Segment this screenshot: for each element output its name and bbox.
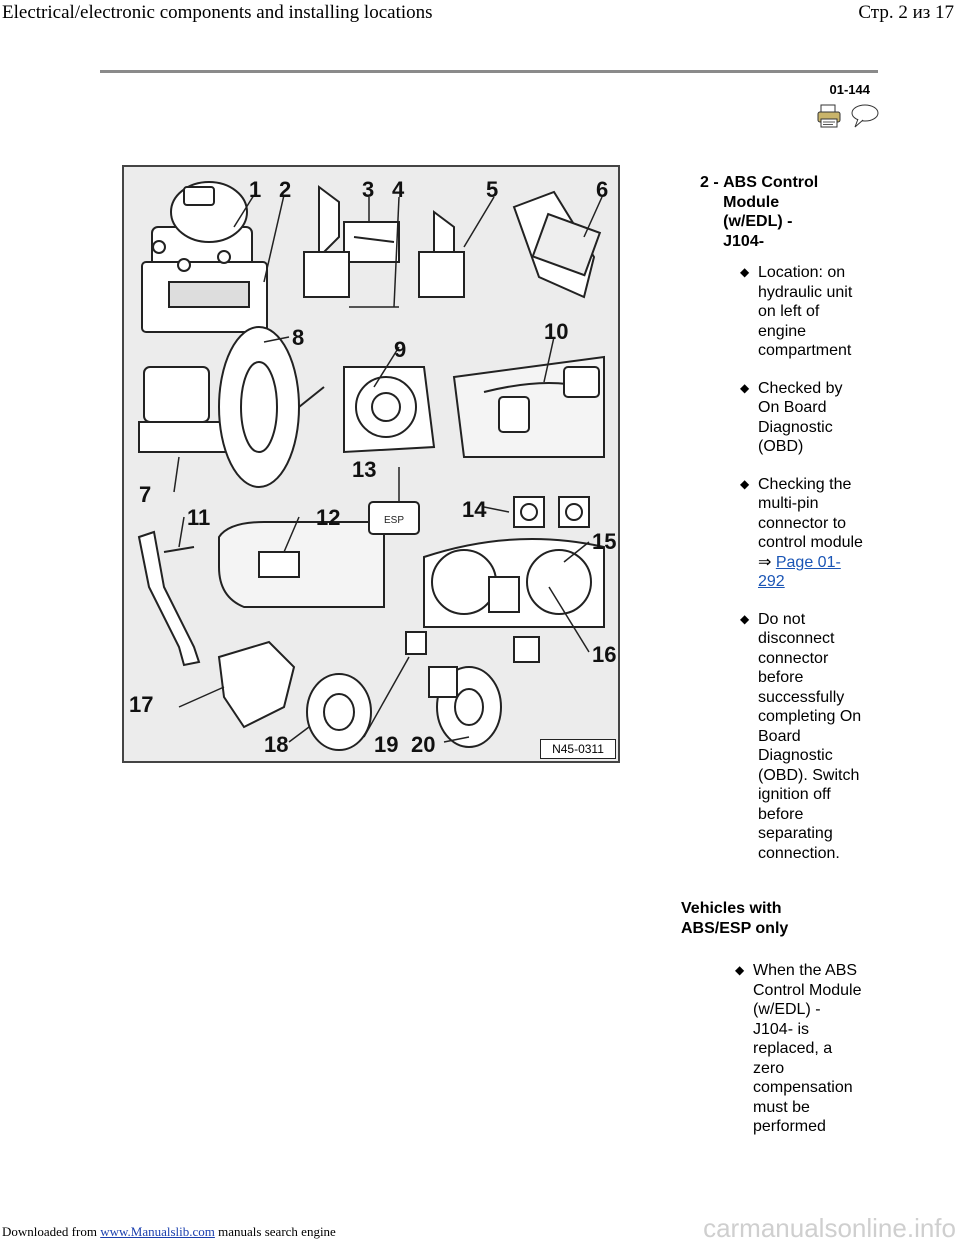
callout-label-14: 14 — [462, 497, 487, 522]
list-item: ◆ Location: on hydraulic unit on left of… — [740, 263, 870, 361]
footer-prefix: Downloaded from — [2, 1224, 101, 1239]
component-diagram: ESP — [122, 165, 620, 763]
engine-compartment-view — [452, 355, 605, 458]
list-item-text: Do not disconnect connector before succe… — [758, 610, 862, 862]
list-item-text: Checked by On Board Diagnostic (OBD) — [758, 379, 843, 456]
item-number: 2 - — [700, 174, 724, 191]
wheel-hub-20 — [405, 631, 502, 748]
sensor-5 — [418, 210, 465, 298]
callout-label-15: 15 — [592, 529, 616, 554]
callout-label-1: 1 — [249, 177, 261, 202]
callout-label-3: 3 — [362, 177, 374, 202]
figure-code: N45-0311 — [540, 739, 616, 759]
sensor-6 — [512, 190, 602, 299]
page-number: 01-144 — [829, 82, 870, 97]
callout-label-19: 19 — [374, 732, 398, 757]
callout-label-11: 11 — [187, 505, 210, 530]
esp-button: ESP — [368, 501, 420, 535]
list-item: ◆ Do not disconnect connector before suc… — [740, 610, 870, 864]
footer-suffix: manuals search engine — [214, 1224, 336, 1239]
list-item-text: Checking the multi-pin connector to cont… — [758, 475, 863, 571]
callout-label-16: 16 — [592, 642, 616, 667]
warning-lamps — [513, 496, 590, 528]
callout-label-12: 12 — [316, 505, 340, 530]
section-heading: Vehicles with ABS/ESP only — [681, 900, 789, 937]
speech-bubble-icon[interactable] — [850, 103, 880, 131]
steering-knuckle — [217, 640, 296, 729]
warning-triangle-lamp — [513, 636, 540, 663]
item-heading: 2 - ABS Control Module (w/EDL) - J104- — [700, 173, 870, 251]
toolbar-icons — [816, 103, 880, 131]
header-page-info: Стр. 2 из 17 — [858, 2, 954, 23]
callout-label-4: 4 — [392, 177, 405, 202]
diamond-icon: ◆ — [740, 476, 750, 491]
list-item-text: Location: on hydraulic unit on left of e… — [758, 264, 853, 359]
diamond-icon: ◆ — [740, 611, 750, 626]
bullet-list: ◆ Location: on hydraulic unit on left of… — [700, 263, 870, 863]
diamond-icon: ◆ — [740, 265, 750, 279]
header-title: Electrical/electronic components and ins… — [2, 2, 433, 23]
wheel-hub-18 — [306, 673, 372, 751]
list-item: ◆ When the ABS Control Module (w/EDL) - … — [735, 961, 865, 1137]
callout-label-7: 7 — [139, 482, 151, 507]
callout-label-9: 9 — [394, 337, 406, 362]
callout-label-20: 20 — [411, 732, 435, 757]
callout-label-18: 18 — [264, 732, 288, 757]
svg-text:ESP: ESP — [384, 515, 404, 526]
item-title: ABS Control Module (w/EDL) - J104- — [723, 174, 819, 250]
watermark: carmanualsonline.info — [703, 1213, 956, 1243]
list-item: ◆ Checking the multi-pin connector to co… — [740, 475, 870, 592]
abs-hydraulic-unit — [141, 181, 268, 333]
footer-source: Downloaded from www.Manualslib.com manua… — [2, 1224, 336, 1240]
footer-link[interactable]: www.Manualslib.com — [100, 1224, 215, 1239]
instrument-cluster — [423, 538, 605, 628]
diagnostic-connector — [218, 521, 385, 608]
printer-icon[interactable] — [816, 103, 842, 131]
header-rule — [100, 70, 878, 73]
page-link[interactable]: Page 01-292 — [758, 553, 841, 591]
diamond-icon: ◆ — [735, 963, 745, 977]
callout-label-2: 2 — [279, 177, 291, 202]
sensor-3-4 — [303, 185, 400, 298]
item-description: 2 - ABS Control Module (w/EDL) - J104- ◆… — [700, 173, 870, 881]
steering-angle-sensor — [343, 366, 436, 454]
callout-label-10: 10 — [544, 319, 568, 344]
list-item: ◆ Checked by On Board Diagnostic (OBD) — [740, 379, 870, 457]
callout-label-6: 6 — [596, 177, 608, 202]
diamond-icon: ◆ — [740, 380, 750, 395]
list-item-text: When the ABS Control Module (w/EDL) - J1… — [753, 962, 862, 1135]
callout-label-8: 8 — [292, 325, 304, 350]
brake-booster — [138, 326, 325, 488]
callout-label-5: 5 — [486, 177, 498, 202]
brake-pedal — [137, 530, 201, 667]
callout-label-13: 13 — [352, 457, 376, 482]
callout-label-17: 17 — [129, 692, 153, 717]
